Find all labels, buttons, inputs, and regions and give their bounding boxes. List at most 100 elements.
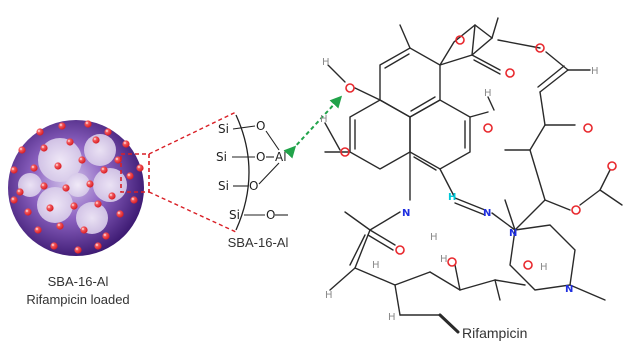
- double-bond: [413, 156, 437, 171]
- rifampicin-dot: [18, 146, 26, 154]
- rifampicin-dot: [136, 164, 144, 172]
- rifampicin-dot: [36, 128, 44, 136]
- imine-bond: [454, 197, 486, 211]
- chain-bond: [439, 168, 456, 199]
- imine-bond: [454, 202, 486, 216]
- oxygen-atom: [571, 205, 581, 215]
- rifampicin-dot: [10, 166, 18, 174]
- rifampicin-dot: [62, 184, 70, 192]
- rifampicin-dot: [10, 196, 18, 204]
- oxygen-atom: [340, 147, 350, 157]
- rifampicin-dot: [34, 226, 42, 234]
- imine-hydrogen-label: H: [448, 192, 456, 203]
- silicon-atom-label: Si: [218, 179, 229, 193]
- rifampicin-dot: [94, 242, 102, 250]
- callout-line-bottom: [148, 191, 237, 233]
- nitrogen-atom-label: N: [402, 208, 410, 219]
- chain-bond: [354, 267, 396, 286]
- amide-bond: [369, 211, 401, 231]
- hydrogen-atom-label: H: [388, 312, 396, 323]
- aromatic-ring: [379, 47, 441, 118]
- oxygen-atom: [523, 260, 533, 270]
- piperazine-ring: [509, 224, 576, 291]
- chain-bond: [394, 284, 401, 316]
- aromatic-ring: [349, 99, 411, 170]
- methyl-bond: [399, 24, 411, 49]
- chain-bond: [459, 279, 496, 291]
- oxygen-atom-label: O: [256, 150, 265, 164]
- rifampicin-dot: [56, 222, 64, 230]
- furanone-ring: [439, 24, 494, 66]
- nitrogen-atom-label: N: [483, 208, 491, 219]
- rifampicin-dot: [54, 162, 62, 170]
- chain-bond: [514, 199, 546, 231]
- chain-bond: [394, 271, 431, 286]
- callout-line-top: [148, 111, 237, 155]
- oxygen-atom: [395, 245, 405, 255]
- rifampicin-dot: [114, 156, 122, 164]
- chain-bond: [494, 279, 526, 286]
- chain-bond: [545, 51, 569, 71]
- rifampicin-dot: [46, 204, 54, 212]
- chain-bond: [429, 271, 461, 291]
- hydrogen-atom-label: H: [372, 260, 380, 271]
- carbonyl-bond: [471, 24, 476, 56]
- oxygen-atom-label: O: [256, 119, 265, 133]
- pore-wall: Si Si Si Si O O O O Al SBA-16-Al: [216, 114, 288, 250]
- pore: [38, 138, 82, 182]
- carbonyl-bond: [473, 59, 501, 75]
- silicon-atom-label: Si: [218, 122, 229, 136]
- double-bond: [384, 53, 410, 69]
- rifampicin-dot: [122, 140, 130, 148]
- chain-bond: [529, 149, 546, 201]
- oxygen-atom: [583, 123, 593, 133]
- rifampicin-dot: [130, 196, 138, 204]
- hydrogen-bond-arrow: [283, 95, 343, 159]
- chain-bond: [497, 39, 541, 49]
- rifampicin-dot: [86, 180, 94, 188]
- nitrogen-atom-label: N: [509, 228, 517, 239]
- rifampicin-dot: [66, 138, 74, 146]
- rifampicin-dot: [108, 192, 116, 200]
- pore: [66, 173, 90, 197]
- carbonyl-bond: [369, 229, 396, 246]
- acetyl-bond: [599, 169, 611, 191]
- oxygen-atom-label: O: [266, 208, 275, 222]
- c-o-bond: [354, 87, 381, 101]
- o-h-bond: [487, 96, 495, 111]
- hydrogen-atom-label: H: [540, 262, 548, 273]
- chain-bond: [354, 229, 371, 269]
- rifampicin-dot: [24, 208, 32, 216]
- methyl-bond: [569, 284, 606, 301]
- rifampicin-dot: [30, 164, 38, 172]
- rifampicin-dot: [116, 210, 124, 218]
- chain-bond: [539, 69, 569, 93]
- double-bond: [410, 96, 436, 112]
- oxygen-atom: [345, 83, 355, 93]
- oxygen-atom: [607, 161, 617, 171]
- double-bond: [537, 65, 565, 88]
- si-o-bond: [232, 125, 256, 130]
- sba16-particle: [8, 120, 144, 256]
- molecule-atom-labels: N N N N H H H H H H H H H H H: [320, 35, 617, 323]
- rifampicin-dot: [92, 136, 100, 144]
- aromatic-ring: [409, 99, 471, 170]
- nitrogen-atom-label: N: [565, 284, 573, 295]
- acetyl-bond: [599, 189, 623, 206]
- rifampicin-dot: [74, 246, 82, 254]
- methyl-bond: [504, 199, 516, 231]
- methyl-bond: [494, 279, 501, 301]
- rifampicin-dot: [126, 172, 134, 180]
- rifampicin-dot: [78, 156, 86, 164]
- oxygen-atom: [483, 123, 493, 133]
- rifampicin-dot: [40, 182, 48, 190]
- chain-bond: [529, 124, 546, 151]
- silicon-atom-label: Si: [229, 208, 240, 222]
- c-o-bond: [469, 111, 489, 118]
- rifampicin-molecule: [324, 17, 623, 334]
- drug-caption: Rifampicin: [462, 325, 527, 341]
- rifampicin-dot: [84, 120, 92, 128]
- methyl-bond: [344, 211, 371, 231]
- double-bond: [349, 234, 366, 266]
